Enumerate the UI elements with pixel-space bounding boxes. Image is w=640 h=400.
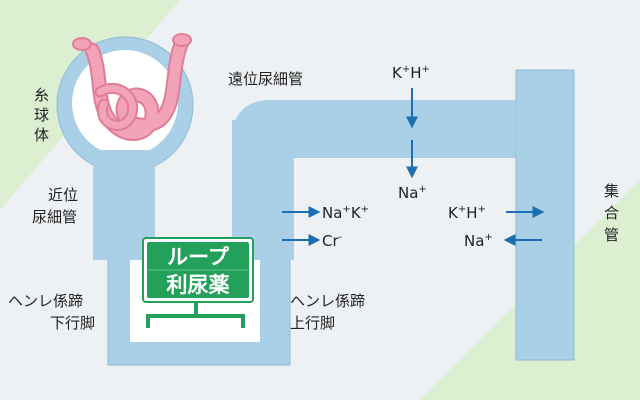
ascending-limb bbox=[232, 120, 294, 260]
label-glomerulus-2: 球 bbox=[34, 106, 49, 124]
label-collecting-3: 管 bbox=[604, 226, 619, 244]
distal-collecting-join bbox=[516, 100, 522, 158]
glomerulus-vessels bbox=[72, 33, 192, 141]
label-glomerulus-1: 糸 bbox=[34, 86, 49, 104]
ion-label-distal-na: Na+ bbox=[398, 184, 427, 202]
ion-label-coll-kh: K+H+ bbox=[448, 204, 486, 222]
label-collecting-2: 合 bbox=[604, 204, 619, 222]
label-ascending-1: ヘンレ係蹄 bbox=[290, 292, 365, 310]
badge-line-1: ループ bbox=[167, 245, 230, 269]
label-descending-2: 下行脚 bbox=[50, 314, 95, 332]
label-proximal-1: 近位 bbox=[48, 186, 78, 204]
distal-tubule bbox=[232, 100, 520, 158]
label-glomerulus-3: 体 bbox=[34, 126, 49, 144]
badge-line-2: 利尿薬 bbox=[167, 273, 230, 297]
descending-limb bbox=[93, 240, 155, 260]
ion-label-distal-kh: K+H+ bbox=[392, 64, 430, 82]
ion-arrows bbox=[282, 88, 545, 246]
collecting-duct bbox=[515, 69, 575, 361]
badge-bracket bbox=[146, 302, 245, 328]
label-descending-1: ヘンレ係蹄 bbox=[8, 292, 83, 310]
label-distal: 遠位尿細管 bbox=[228, 70, 303, 88]
loop-diuretic-badge: ループ 利尿薬 bbox=[142, 237, 254, 303]
ion-label-asc-nak: Na+K+ bbox=[322, 204, 369, 222]
ion-label-asc-cl: Cr- bbox=[322, 232, 343, 250]
ion-label-coll-na: Na+ bbox=[464, 232, 493, 250]
label-ascending-2: 上行脚 bbox=[290, 314, 335, 332]
label-proximal-2: 尿細管 bbox=[32, 208, 77, 226]
label-collecting-1: 集 bbox=[604, 182, 619, 200]
